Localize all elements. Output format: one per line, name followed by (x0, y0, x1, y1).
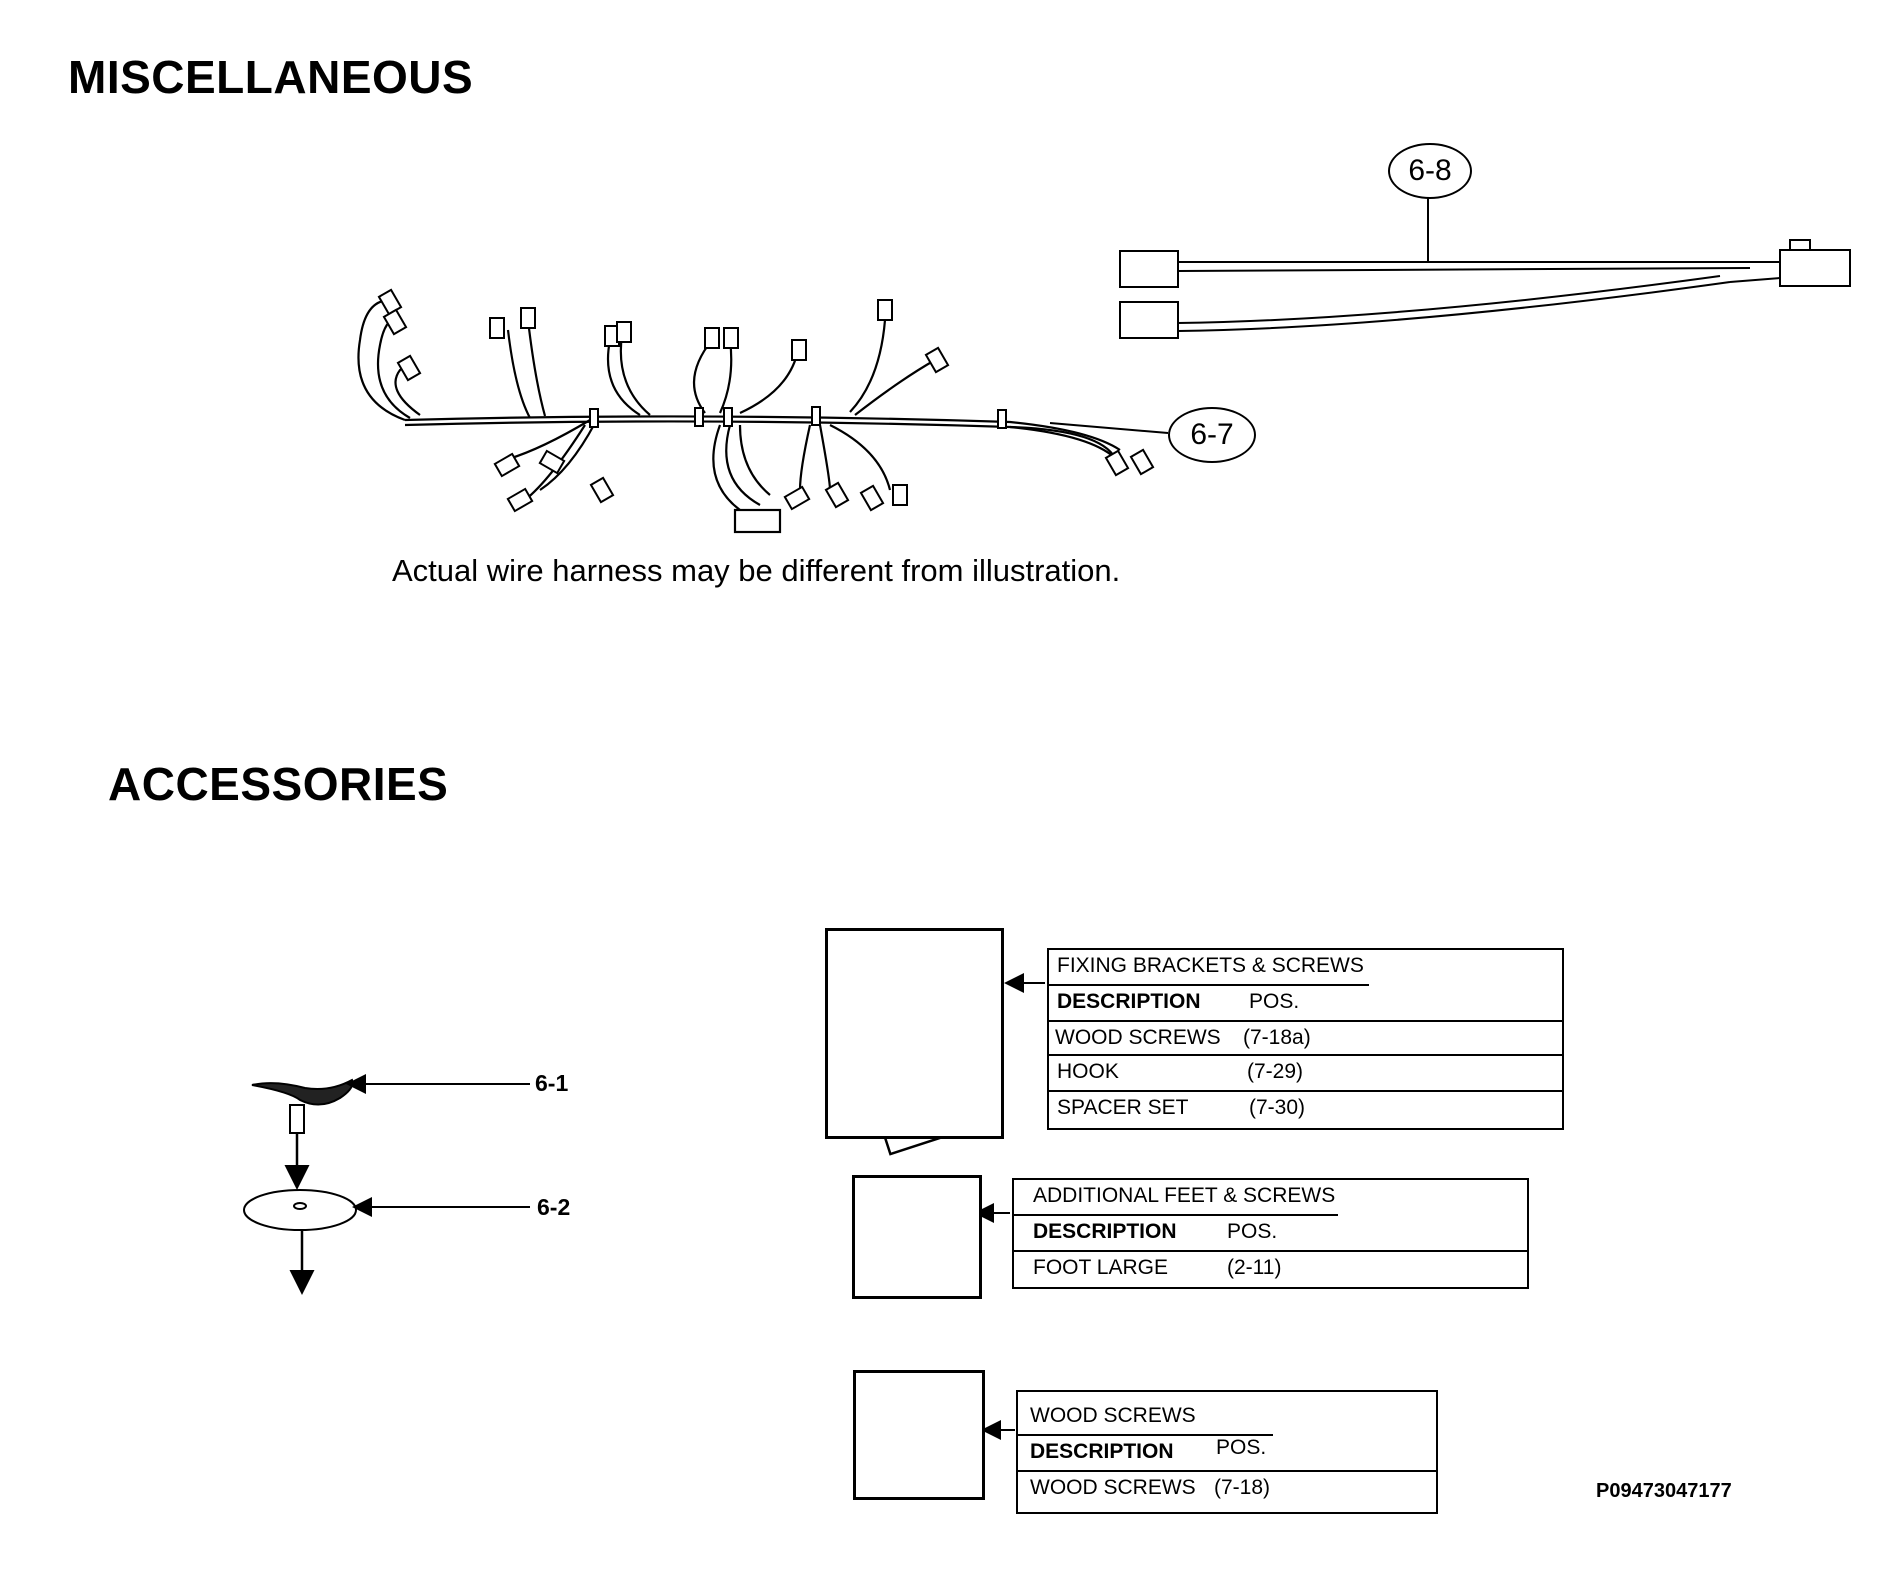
header-pos: POS. (1216, 1436, 1267, 1459)
feet-kit-box (852, 1175, 982, 1299)
turntable-part-6-2 (243, 1189, 357, 1231)
leader-6-7 (1049, 422, 1169, 434)
fixing-kit-box (825, 928, 1004, 1139)
table-row: FOOT LARGE (2-11) (1033, 1256, 1282, 1279)
harness-connectors (377, 288, 1155, 513)
table-row: WOOD SCREWS (7-18) (1030, 1476, 1271, 1499)
cable-6-8 (1119, 198, 1851, 339)
header-pos: POS. (1227, 1220, 1278, 1243)
screws-kit-box (853, 1370, 985, 1500)
additional-feet-table: ADDITIONAL FEET & SCREWS DESCRIPTION POS… (1012, 1178, 1529, 1289)
callout-6-8: 6-8 (1388, 143, 1472, 199)
callout-6-2: 6-2 (537, 1194, 571, 1220)
table-row: SPACER SET (7-30) (1057, 1096, 1306, 1119)
accessories-heading: ACCESSORIES (108, 758, 449, 810)
fixing-brackets-table: FIXING BRACKETS & SCREWS DESCRIPTION POS… (1047, 948, 1564, 1130)
callout-6-1: 6-1 (535, 1070, 569, 1096)
header-description: DESCRIPTION (1030, 1440, 1174, 1463)
callout-6-7: 6-7 (1168, 407, 1256, 463)
header-description: DESCRIPTION (1057, 990, 1201, 1013)
table-title: ADDITIONAL FEET & SCREWS (1033, 1184, 1336, 1207)
part-number: P09473047177 (1596, 1480, 1732, 1502)
table-title: WOOD SCREWS (1030, 1404, 1196, 1427)
harness-note: Actual wire harness may be different fro… (392, 553, 1121, 588)
table-title: FIXING BRACKETS & SCREWS (1057, 954, 1364, 977)
header-description: DESCRIPTION (1033, 1220, 1177, 1243)
misc-heading: MISCELLANEOUS (68, 51, 474, 103)
stirrer-part-6-1 (251, 1078, 354, 1134)
table-row: WOOD SCREWS (7-18a) (1049, 1022, 1562, 1056)
wood-screws-table: WOOD SCREWS DESCRIPTION POS. WOOD SCREWS… (1016, 1390, 1438, 1514)
header-pos: POS. (1249, 990, 1300, 1013)
table-row: HOOK (7-29) (1049, 1056, 1562, 1092)
